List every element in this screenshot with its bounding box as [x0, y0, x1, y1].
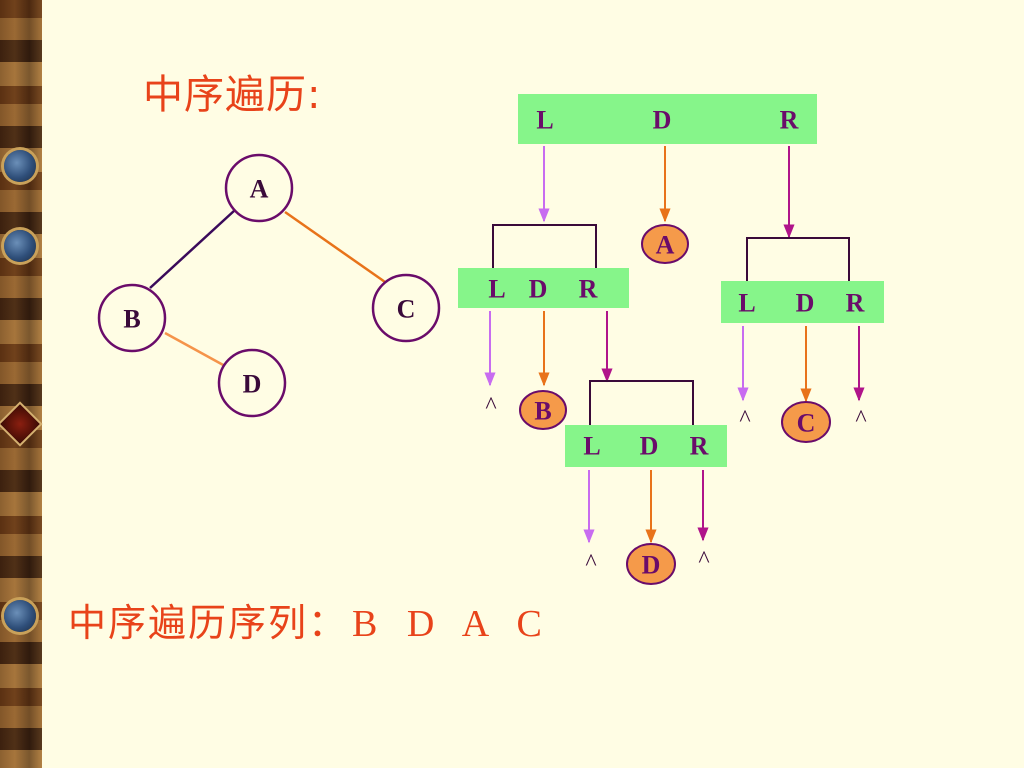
result-sequence: B D A C: [352, 603, 552, 645]
ldr-bar-bottom: L D R: [565, 425, 727, 467]
null-marker: ^: [855, 406, 866, 432]
svg-text:D: D: [243, 370, 262, 399]
tree-node-c: C: [371, 273, 441, 343]
null-marker: ^: [485, 393, 496, 419]
medal-ornament: [4, 600, 36, 632]
svg-text:D: D: [642, 551, 661, 580]
page-title: 中序遍历:: [143, 72, 322, 118]
svg-text:D: D: [653, 106, 672, 135]
null-marker: ^: [585, 550, 596, 576]
tree-node-d: D: [217, 348, 287, 418]
ldr-bar-right: L D R: [721, 281, 884, 323]
svg-text:R: R: [780, 106, 799, 135]
svg-text:B: B: [534, 397, 551, 426]
bracket-left: [492, 224, 597, 268]
tree-node-b: B: [97, 283, 167, 353]
ldr-bar-left: L D R: [458, 268, 629, 308]
visit-node-b: B: [519, 390, 567, 430]
svg-text:C: C: [797, 409, 816, 438]
bracket-bottom: [589, 380, 694, 425]
tree-edge-a-b: [149, 209, 236, 289]
binary-tree: A B C D: [97, 153, 441, 418]
medal-ornament: [4, 230, 36, 262]
svg-text:A: A: [656, 231, 675, 260]
svg-text:D: D: [640, 432, 659, 461]
tree-edge-b-d: [164, 331, 226, 368]
decorative-border: [0, 0, 42, 768]
null-marker: ^: [739, 406, 750, 432]
tree-edge-a-c: [284, 210, 386, 284]
ldr-bar-root: L D R: [518, 94, 817, 144]
bracket-right: [746, 237, 850, 281]
svg-text:R: R: [846, 289, 865, 318]
svg-text:L: L: [536, 106, 553, 135]
svg-text:L: L: [583, 432, 600, 461]
svg-text:C: C: [397, 295, 416, 324]
tree-node-a: A: [224, 153, 294, 223]
null-marker: ^: [698, 547, 709, 573]
result-label: 中序遍历序列：: [68, 601, 349, 645]
visit-node-d: D: [626, 543, 676, 585]
svg-text:B: B: [123, 305, 140, 334]
visit-node-c: C: [781, 401, 831, 443]
svg-text:L: L: [488, 275, 505, 304]
svg-text:L: L: [738, 289, 755, 318]
svg-text:R: R: [690, 432, 709, 461]
svg-text:R: R: [579, 275, 598, 304]
medal-ornament: [4, 150, 36, 182]
svg-text:D: D: [796, 289, 815, 318]
svg-text:A: A: [250, 175, 269, 204]
svg-text:D: D: [529, 275, 548, 304]
visit-node-a: A: [641, 224, 689, 264]
traversal-result: 中序遍历序列：B D A C: [68, 592, 552, 647]
